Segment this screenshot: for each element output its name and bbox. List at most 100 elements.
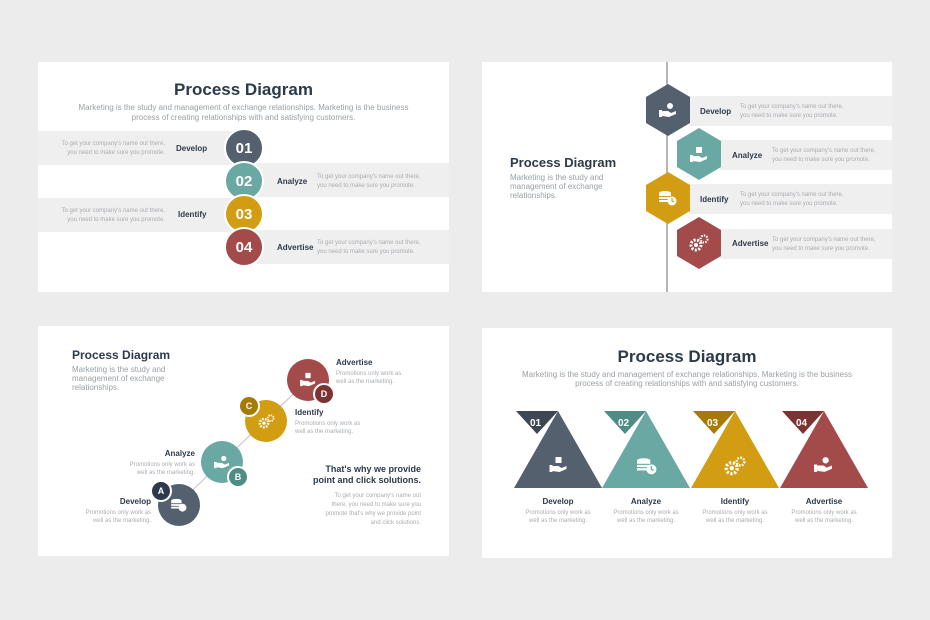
step-number: 01	[530, 418, 542, 429]
step-desc: you need to make sure you promote.	[67, 217, 165, 223]
page-title: Process Diagram	[174, 80, 313, 99]
callout-body: To get your company's name out	[334, 493, 421, 499]
page-title: Process Diagram	[72, 348, 171, 362]
step-band-identify	[689, 184, 892, 214]
step-number: 04	[796, 418, 808, 429]
triangle-steps	[514, 411, 868, 488]
page-title: Process Diagram	[510, 155, 617, 170]
slide-2[interactable]: Process Diagram Marketing is the study a…	[482, 62, 892, 292]
hexagon-analyze	[677, 128, 721, 180]
step-label: Analyze	[164, 449, 195, 458]
step-desc: To get your company's name out there,	[61, 208, 165, 214]
tab-01	[516, 411, 558, 434]
step-number: 02	[618, 418, 630, 429]
hexagon-develop	[646, 84, 690, 136]
step-label: Advertise	[805, 497, 843, 506]
step-desc: Promotions only work as	[791, 510, 857, 516]
step-desc: you need to make sure you promote.	[772, 246, 870, 252]
step-band-develop	[38, 131, 243, 165]
step-desc: Promotions only work as	[613, 510, 679, 516]
step-label: Identify	[178, 210, 207, 219]
step-band-analyze	[720, 140, 892, 170]
step-label: Identify	[700, 195, 729, 204]
gears-icon	[724, 456, 746, 476]
callout-title: That's why we provide	[325, 464, 421, 474]
step-label: Advertise	[732, 239, 769, 248]
step-desc: To get your company's name out there,	[740, 104, 844, 110]
hand-box-icon	[300, 372, 316, 387]
hand-coin-icon	[659, 103, 676, 117]
step-desc: well as the marketing.	[528, 518, 588, 524]
hand-box-icon	[549, 457, 567, 472]
step-desc: you need to make sure you promote.	[740, 201, 838, 207]
step-desc: well as the marketing.	[92, 518, 151, 524]
hexagons	[646, 84, 721, 269]
subtitle-line: Marketing is the study and	[510, 173, 604, 182]
connector-line	[177, 379, 309, 505]
hand-coin-icon	[214, 455, 229, 469]
coins-clock-icon	[637, 458, 657, 475]
page-title: Process Diagram	[617, 347, 757, 366]
subtitle-line: process of creating relationships with a…	[131, 113, 356, 122]
hexagon-advertise	[677, 217, 721, 269]
gears-icon	[689, 234, 709, 252]
slide-4[interactable]: Process Diagram Marketing is the study a…	[482, 328, 892, 558]
subtitle-line: management of exchange	[510, 182, 603, 191]
callout-body: there, you need to make sure you	[331, 502, 421, 508]
step-letter-a: A	[150, 480, 172, 502]
step-desc: Promotions only work as	[336, 371, 402, 377]
step-label: Analyze	[732, 151, 763, 160]
step-desc: you need to make sure you promote.	[317, 183, 415, 189]
step-label: Develop	[119, 497, 151, 506]
triangle-01	[514, 411, 602, 488]
callout-body: promote that's why we provide point	[325, 511, 421, 517]
callout-body: and click solutions.	[370, 520, 421, 526]
step-desc: well as the marketing.	[136, 470, 195, 476]
coins-clock-icon	[171, 498, 187, 512]
subtitle-line: Marketing is the study and management of…	[78, 103, 409, 112]
slide-1[interactable]: Process Diagram Marketing is the study a…	[38, 62, 449, 292]
step-desc: Promotions only work as	[85, 510, 151, 516]
step-label: Analyze	[630, 497, 662, 506]
step-desc: To get your company's name out there,	[317, 240, 421, 246]
step-desc: well as the marketing.	[794, 518, 854, 524]
tab-02	[604, 411, 646, 434]
step-letter-b: B	[227, 466, 249, 488]
step-desc: you need to make sure you promote.	[772, 157, 870, 163]
callout-title: point and click solutions.	[312, 475, 421, 485]
step-desc: you need to make sure you promote.	[67, 150, 165, 156]
step-label: Develop	[542, 497, 574, 506]
step-desc: well as the marketing.	[295, 429, 354, 435]
subtitle-line: relationships.	[510, 191, 558, 200]
step-number: 03	[707, 418, 719, 429]
step-desc: To get your company's name out there,	[317, 174, 421, 180]
hand-coin-icon	[814, 457, 832, 472]
step-letter-c: C	[238, 395, 260, 417]
triangle-03	[691, 411, 779, 488]
step-desc: To get your company's name out there,	[740, 192, 844, 198]
step-label: Advertise	[336, 358, 373, 367]
step-label: Identify	[295, 408, 324, 417]
step-band-analyze	[243, 163, 449, 197]
step-desc: well as the marketing.	[616, 518, 676, 524]
step-desc: well as the marketing.	[336, 379, 395, 385]
step-desc: you need to make sure you promote.	[317, 249, 415, 255]
subtitle-line: Marketing is the study and management of…	[522, 370, 852, 379]
slide-3[interactable]: Process Diagram Marketing is the study a…	[38, 326, 449, 556]
step-label: Identify	[720, 497, 750, 506]
step-label: Analyze	[277, 177, 308, 186]
gears-icon	[258, 414, 275, 429]
step-desc: Promotions only work as	[702, 510, 768, 516]
step-desc: Promotions only work as	[129, 462, 195, 468]
step-band-develop	[689, 96, 892, 126]
step-desc: you need to make sure you promote.	[740, 113, 838, 119]
hand-box-icon	[690, 147, 707, 162]
step-desc: To get your company's name out there,	[772, 148, 876, 154]
step-desc: To get your company's name out there,	[61, 141, 165, 147]
step-letter-d: D	[313, 383, 335, 405]
step-circle-04: 04	[224, 227, 264, 267]
triangle-02	[602, 411, 690, 488]
coins-clock-icon	[659, 191, 677, 206]
step-desc: To get your company's name out there,	[772, 237, 876, 243]
subtitle-line: process of creating relationships with a…	[575, 379, 799, 388]
